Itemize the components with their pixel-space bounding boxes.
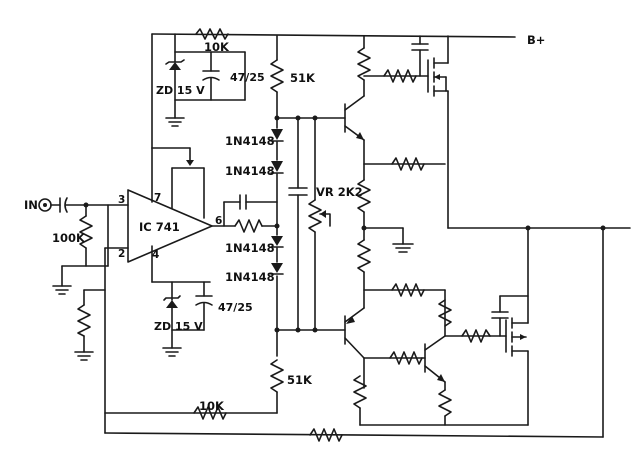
- mosfet-bottom: [489, 227, 529, 426]
- opamp-output-wiring: [211, 194, 278, 233]
- zener-bottom-label: ZD 15 V: [154, 320, 203, 333]
- r-input-100k: [61, 204, 109, 287]
- npn-bottom-pre: [424, 289, 491, 426]
- r-bottom-feedback-label: 10K: [199, 399, 225, 413]
- diode-4-label: 1N4148: [225, 270, 275, 284]
- bias-capacitor: [276, 117, 346, 331]
- cap-top: [202, 51, 246, 101]
- r-top-feedback-label: 10K: [204, 40, 230, 54]
- cap-bottom: [171, 281, 213, 331]
- opamp-supply-wiring: [151, 147, 205, 219]
- ground-feedback: [74, 351, 94, 361]
- r-bottom-feedback: [193, 406, 227, 420]
- driver-stage-wiring: [353, 35, 446, 426]
- supply-label: B+: [527, 33, 545, 47]
- opamp-ic741: [127, 189, 213, 263]
- r-driver-bottom-link: [389, 351, 423, 365]
- zener-bottom: [151, 245, 211, 349]
- r-bias-top-label: 51K: [290, 71, 316, 85]
- pin-7-label: 7: [154, 192, 161, 204]
- pot-label: VR 2K2: [316, 185, 363, 199]
- feedback-network: [77, 247, 604, 438]
- output-rail: [359, 227, 631, 438]
- ground-input: [52, 285, 72, 295]
- r-lower-link: [391, 283, 425, 297]
- diode-2-label: 1N4148: [225, 164, 275, 178]
- npn-driver: [344, 95, 365, 141]
- pin-2-label: 2: [118, 248, 125, 260]
- pnp-driver: [344, 307, 365, 359]
- ground-bottom: [162, 347, 182, 357]
- bias-chain-wire: [270, 35, 284, 414]
- input-label: IN: [24, 198, 38, 212]
- mosfet-top: [409, 35, 449, 229]
- pin-6-label: 6: [215, 215, 222, 227]
- ground-top: [165, 117, 185, 127]
- cap-bottom-label: 47/25: [218, 301, 253, 314]
- pin-3-label: 3: [118, 194, 125, 206]
- input-jack: [38, 198, 52, 212]
- diode-2: [270, 161, 284, 174]
- diode-4: [270, 263, 284, 275]
- diode-1-label: 1N4148: [225, 134, 275, 148]
- junction-dots: [83, 115, 606, 333]
- r-global-feedback: [309, 428, 343, 442]
- zener-top: [165, 33, 246, 119]
- input-coupling: [50, 197, 129, 213]
- cap-top-label: 47/25: [230, 71, 265, 84]
- r-driver-top: [383, 69, 417, 83]
- opamp-label: IC 741: [139, 220, 180, 234]
- pin-4-label: 4: [152, 249, 159, 261]
- r-gate-bottom: [461, 329, 491, 343]
- r-input-label: 100K: [52, 231, 86, 245]
- diode-1: [270, 129, 284, 142]
- r-top-feedback: [195, 28, 229, 40]
- r-upper-link: [391, 157, 425, 171]
- zener-top-label: ZD 15 V: [156, 84, 205, 97]
- ground-output: [392, 227, 414, 253]
- pot-vr: [308, 117, 331, 331]
- diode-3-label: 1N4148: [225, 241, 275, 255]
- diode-3: [270, 236, 284, 248]
- r-bias-bottom-label: 51K: [287, 373, 313, 387]
